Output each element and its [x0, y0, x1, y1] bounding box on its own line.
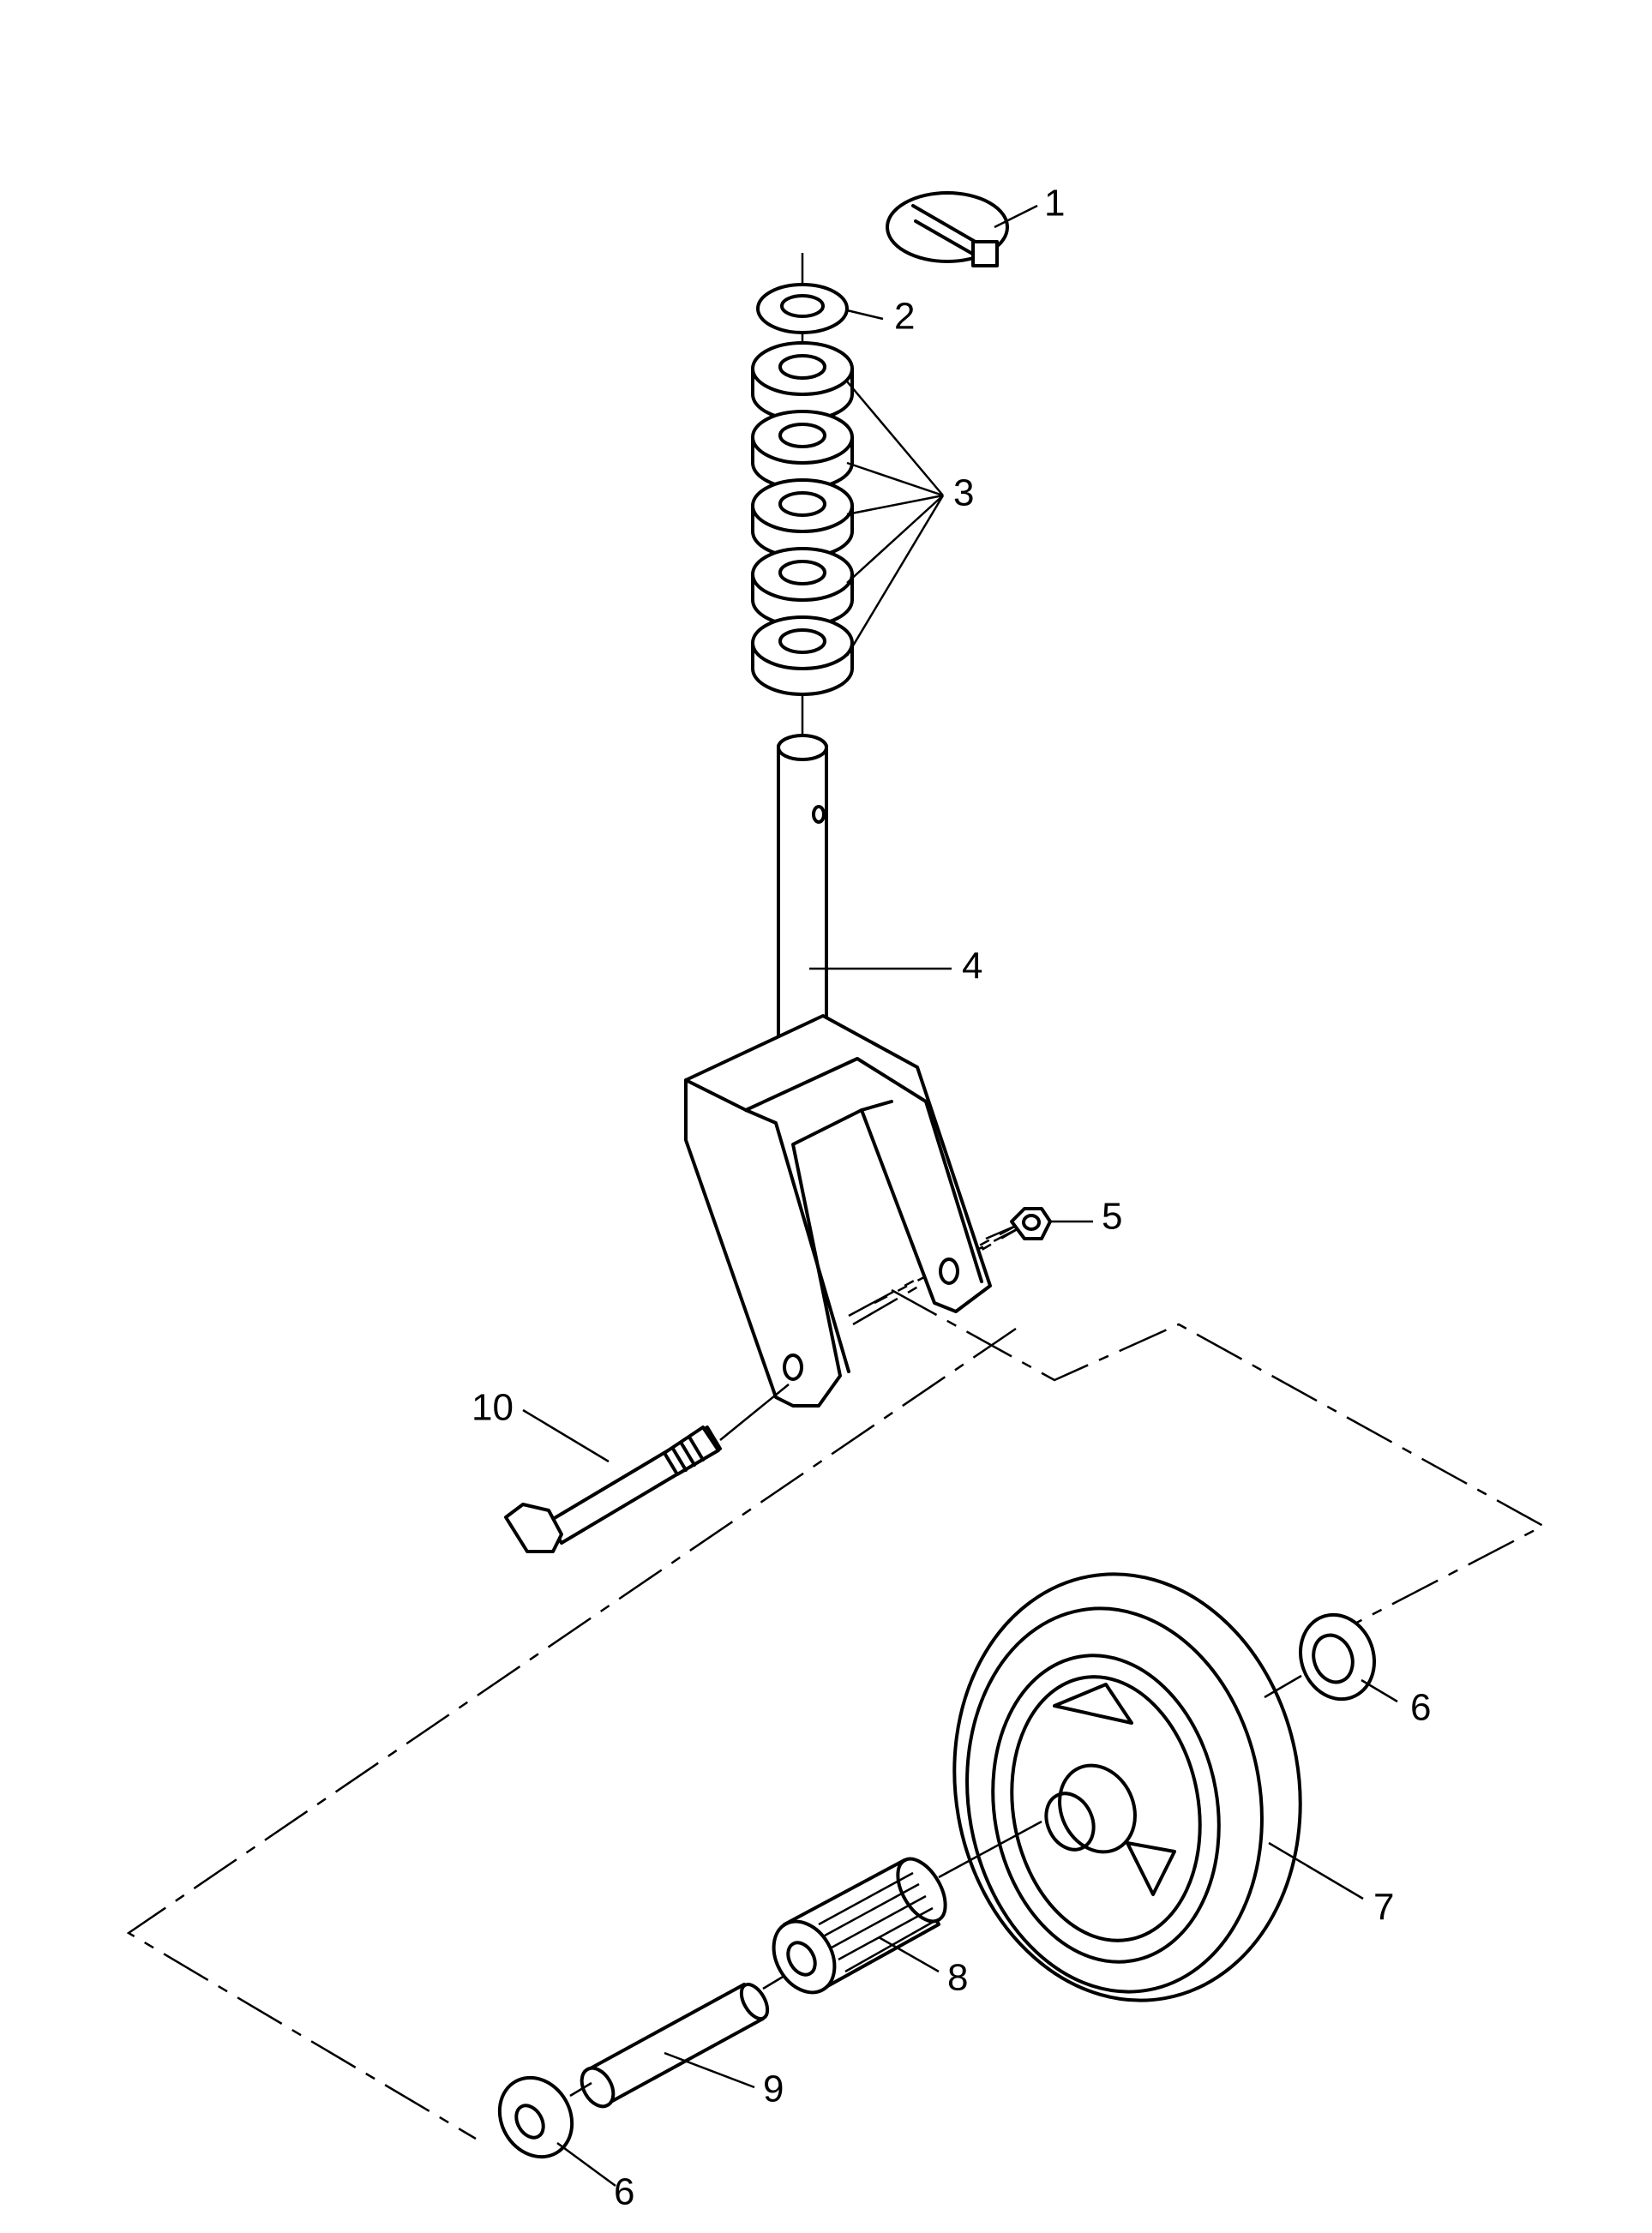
spacer-3	[751, 478, 854, 559]
part-4-fork	[684, 734, 992, 1408]
callout-9: 9	[763, 2068, 784, 2110]
spacer-1	[751, 341, 854, 422]
callout-7: 7	[1373, 1887, 1394, 1929]
leader-lines	[522, 204, 1398, 2188]
part-9-axle-pin	[580, 1974, 785, 2109]
callout-6-right: 6	[1410, 1687, 1431, 1729]
spacer-5	[751, 615, 854, 696]
callout-3: 3	[953, 472, 974, 514]
callout-2: 2	[894, 296, 915, 338]
callout-8: 8	[947, 1957, 968, 1999]
callout-5: 5	[1102, 1196, 1122, 1238]
part-8-spline-sleeve	[772, 1820, 1042, 1995]
part-7-wheel	[952, 1572, 1302, 2002]
callout-4: 4	[962, 945, 982, 987]
part-3-spacer-stack	[751, 341, 854, 696]
spacer-4	[751, 547, 854, 627]
part-6-bearing-left	[497, 2075, 592, 2159]
part-2-washer	[756, 283, 849, 334]
part-10-bolt	[504, 1384, 790, 1553]
part-1-lynch-pin	[886, 191, 1009, 267]
part-6-bearing-right	[1264, 1612, 1377, 1702]
callout-10: 10	[472, 1387, 514, 1429]
callout-6-left: 6	[614, 2171, 634, 2213]
callout-1: 1	[1044, 183, 1065, 225]
callout-labels: 1 2 3 4 5 6 6 7 8 9 10	[472, 183, 1431, 2213]
part-5-nut	[985, 1207, 1052, 1240]
spacer-2	[751, 410, 854, 490]
